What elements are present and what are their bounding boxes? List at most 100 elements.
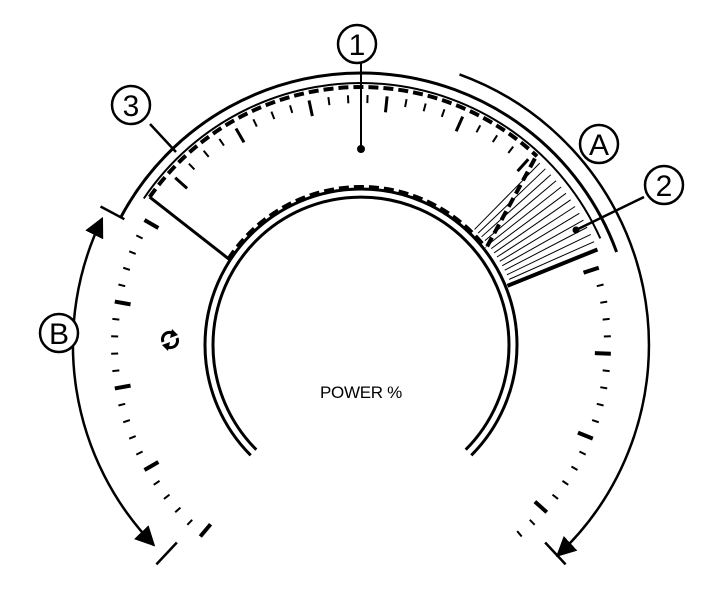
inner-arc-inner-line — [211, 195, 511, 451]
hatch-line — [493, 199, 571, 254]
minor-tick — [422, 103, 427, 112]
major-tick — [174, 176, 189, 190]
hatch-line — [487, 186, 562, 245]
major-tick — [143, 218, 160, 230]
minor-tick — [561, 480, 569, 486]
minor-tick — [491, 134, 498, 143]
range-a-arrow — [459, 73, 651, 557]
hatch-line — [506, 233, 591, 276]
range-end-tick-right — [544, 541, 567, 566]
svg-text:B: B — [49, 318, 69, 351]
minor-tick — [578, 450, 587, 456]
minor-tick — [570, 465, 579, 471]
callout-two: 2 — [643, 164, 685, 206]
hatch-line — [477, 168, 546, 234]
minor-tick — [596, 283, 604, 288]
svg-text:2: 2 — [656, 170, 673, 203]
major-tick — [114, 299, 131, 307]
minor-tick — [112, 317, 120, 321]
minor-tick — [440, 109, 446, 118]
minor-tick — [118, 283, 126, 288]
minor-tick — [516, 530, 523, 538]
major-tick — [533, 500, 549, 514]
minor-tick — [591, 419, 600, 424]
major-tick — [114, 383, 131, 391]
minor-tick — [596, 402, 604, 407]
minor-tick — [270, 111, 276, 120]
inner-arc-outer-line — [203, 187, 519, 457]
range-end-tick-top — [99, 205, 125, 221]
callout-three-leader — [149, 123, 177, 153]
minor-tick — [252, 118, 258, 128]
minor-tick — [174, 506, 182, 514]
left-scale-ticks — [111, 218, 213, 538]
callout-two-leader — [575, 195, 645, 232]
minor-tick — [551, 493, 559, 500]
minor-tick — [153, 480, 161, 486]
dashed-region-outer-arc — [148, 85, 539, 199]
range-b-arrow — [71, 216, 156, 547]
major-tick — [577, 430, 594, 441]
svg-text:3: 3 — [123, 90, 140, 123]
major-tick — [454, 116, 465, 132]
hatch-line — [504, 226, 588, 271]
right-scale-ticks — [516, 265, 611, 538]
major-tick — [307, 100, 314, 117]
hatch-line — [496, 206, 576, 258]
outer-ring-inner-line — [142, 82, 602, 239]
minor-tick — [289, 105, 294, 114]
minor-tick — [507, 146, 514, 154]
minor-tick — [602, 369, 610, 373]
minor-tick — [112, 369, 120, 373]
minor-tick — [218, 138, 225, 147]
hatched-band — [474, 162, 595, 280]
minor-tick — [404, 99, 408, 108]
region-left-boundary — [148, 195, 232, 262]
callout-two-dot — [572, 226, 580, 234]
svg-text:1: 1 — [349, 29, 366, 62]
minor-tick — [475, 124, 482, 133]
hatch-line — [481, 174, 552, 238]
hatch-line — [502, 219, 584, 267]
major-tick — [516, 158, 530, 173]
major-tick — [143, 460, 160, 472]
major-tick — [582, 265, 600, 275]
top-scale-ticks — [174, 95, 530, 190]
minor-tick — [188, 162, 196, 171]
regen-arrows-icon — [161, 329, 179, 351]
minor-tick — [128, 435, 137, 440]
dashed-region-inner-arc — [226, 184, 488, 260]
callout-three: 3 — [110, 84, 152, 126]
range-end-tick-left — [155, 541, 178, 566]
outer-ring-outer-line — [119, 71, 619, 253]
major-tick — [234, 127, 246, 144]
minor-tick — [600, 300, 608, 304]
hatch-line — [490, 192, 567, 250]
minor-tick — [135, 234, 144, 240]
major-tick — [594, 351, 611, 356]
minor-tick — [186, 519, 193, 526]
hatch-line — [499, 212, 580, 262]
minor-tick — [600, 386, 608, 390]
svg-text:A: A — [589, 129, 609, 162]
hatch-line — [508, 241, 595, 280]
hatch-line — [474, 162, 541, 230]
callout-one: 1 — [336, 23, 378, 65]
label-b: B — [38, 312, 80, 354]
minor-tick — [118, 402, 126, 407]
minor-tick — [163, 493, 171, 500]
hatch-line — [484, 180, 557, 242]
minor-tick — [602, 317, 610, 321]
major-tick — [198, 522, 213, 538]
minor-tick — [327, 97, 331, 106]
hatched-band-boundary — [506, 247, 599, 288]
minor-tick — [128, 250, 137, 255]
minor-tick — [122, 266, 131, 271]
minor-tick — [529, 519, 536, 526]
minor-tick — [122, 419, 131, 424]
major-tick — [383, 96, 389, 113]
label-a: A — [578, 123, 620, 165]
minor-tick — [202, 150, 210, 158]
minor-tick — [135, 450, 144, 456]
